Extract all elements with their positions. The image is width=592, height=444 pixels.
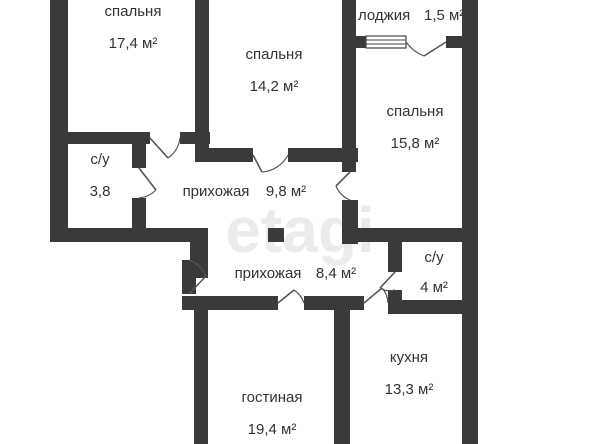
- wall-loggia-bottom-a: [342, 36, 366, 48]
- wall-right-outer: [462, 0, 478, 444]
- bedroom2-name: спальня: [246, 46, 303, 63]
- bedroom3-area: 15,8 м²: [391, 135, 440, 152]
- wall-hall-divider-a: [50, 228, 190, 242]
- door-living-arc: [293, 289, 305, 304]
- living-name: гостиная: [242, 389, 303, 406]
- door-bath1-leaf: [138, 167, 157, 191]
- door-b1-leaf: [149, 137, 169, 159]
- bedroom1-name: спальня: [105, 3, 162, 20]
- wall-bedroom2-bottom-a: [195, 148, 253, 162]
- bedroom1-area: 17,4 м²: [109, 35, 158, 52]
- hall2-name: прихожая: [235, 265, 302, 282]
- wall-left-outer: [50, 0, 68, 242]
- hall2-area: 8,4 м²: [316, 265, 356, 282]
- door-bath2-leaf: [379, 271, 396, 289]
- kitchen-name: кухня: [390, 349, 428, 366]
- door-kitchen-leaf: [363, 287, 383, 304]
- door-b3-leaf: [335, 171, 351, 187]
- window-frame: [365, 35, 407, 49]
- door-b2-leaf: [252, 154, 263, 173]
- loggia-name: лоджия: [358, 7, 410, 24]
- bath2-area: 4 м²: [420, 279, 448, 296]
- loggia-area: 1,5 м²: [424, 7, 464, 24]
- walls: [50, 0, 478, 444]
- wall-bedroom2-bottom-b: [288, 148, 358, 162]
- bath1-name: с/у: [90, 151, 110, 168]
- door-b3-arc: [335, 185, 351, 201]
- wall-b1-b2: [195, 0, 209, 160]
- bath2-name: с/у: [424, 249, 444, 266]
- hall1-area: 9,8 м²: [266, 183, 306, 200]
- living-area: 19,4 м²: [248, 421, 297, 438]
- bedroom3-name: спальня: [387, 103, 444, 120]
- door-loggia-leaf: [423, 41, 447, 57]
- door-bath1-arc: [138, 189, 157, 199]
- loggia-window: [365, 35, 407, 49]
- hall1-name: прихожая: [183, 183, 250, 200]
- wall-hall-divider-c: [342, 228, 478, 242]
- bath1-area: 3,8: [90, 183, 111, 200]
- door-hall2-arc: [188, 259, 207, 277]
- kitchen-area: 13,3 м²: [385, 381, 434, 398]
- wall-bath1-top: [50, 138, 146, 144]
- door-b1-arc: [167, 137, 181, 159]
- wall-bath2-bottom: [388, 300, 478, 314]
- wall-living-kitchen: [334, 296, 350, 444]
- wall-b2-b3: [342, 0, 356, 172]
- wall-kitchen-top-left: [334, 296, 364, 310]
- door-living-leaf: [277, 289, 295, 304]
- wall-bath2-left: [388, 242, 402, 272]
- wall-hall-divider-b: [268, 228, 284, 242]
- wall-living-left: [194, 296, 208, 444]
- wall-bath1-right: [132, 138, 146, 168]
- door-b2-arc: [261, 154, 289, 173]
- door-loggia-arc: [405, 41, 425, 57]
- door-kitchen-arc: [381, 287, 389, 304]
- bedroom2-area: 14,2 м²: [250, 78, 299, 95]
- wall-bath2-left-low: [388, 290, 402, 314]
- room-labels: спальня 17,4 м² спальня 14,2 м² лоджия 1…: [90, 3, 465, 438]
- wall-hall2-left: [182, 260, 196, 294]
- door-hall2-leaf: [188, 275, 207, 295]
- doors: [138, 41, 447, 304]
